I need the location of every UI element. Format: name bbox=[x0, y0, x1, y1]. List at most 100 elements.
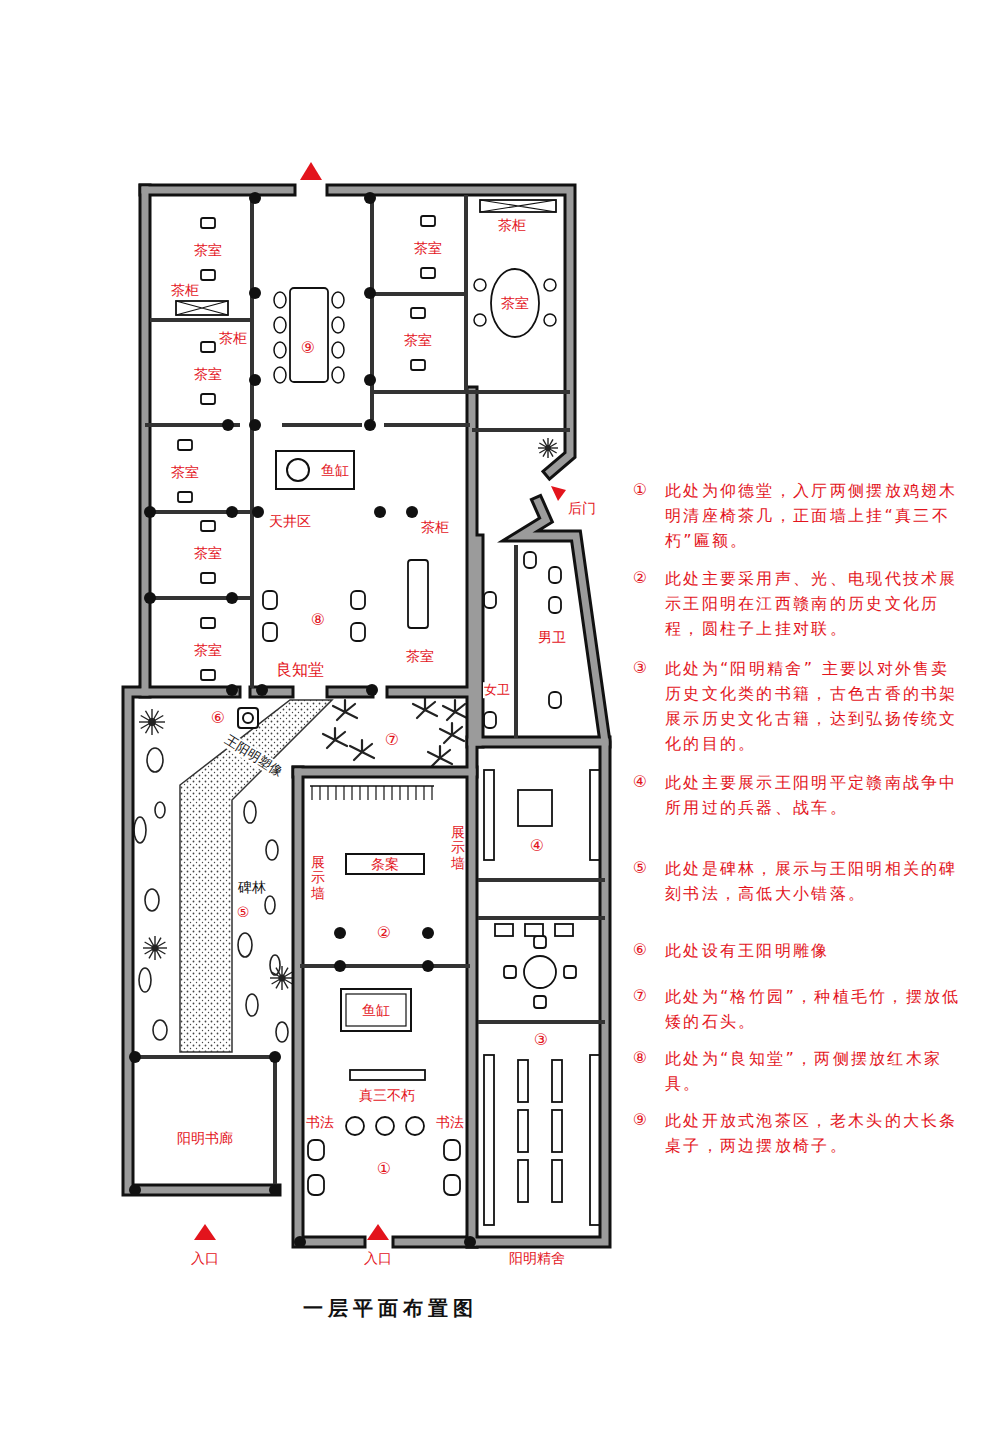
partition-wall bbox=[150, 318, 250, 322]
wall-fill bbox=[298, 769, 472, 776]
stone bbox=[265, 896, 275, 914]
stone bbox=[145, 889, 159, 911]
paved-path bbox=[180, 700, 332, 1052]
partition-wall bbox=[273, 1057, 277, 1190]
room-area: 男卫 bbox=[518, 545, 600, 735]
stair-step bbox=[311, 786, 312, 800]
column bbox=[374, 506, 386, 518]
callout-number: ④ bbox=[632, 772, 648, 791]
bamboo-symbol bbox=[323, 728, 347, 748]
entrance-marker bbox=[194, 1224, 216, 1240]
bamboo-symbol bbox=[443, 700, 467, 720]
partition-wall bbox=[282, 423, 362, 427]
chair-symbol bbox=[201, 342, 215, 352]
chair-symbol bbox=[411, 360, 425, 370]
statue-symbol bbox=[243, 713, 253, 723]
partition-wall bbox=[464, 195, 468, 392]
chair-symbol bbox=[178, 440, 192, 450]
column bbox=[366, 684, 378, 696]
bamboo-symbol bbox=[413, 698, 437, 718]
seat-symbol bbox=[406, 1117, 424, 1135]
room-area: 茶室 bbox=[152, 198, 250, 318]
cabinet-symbol bbox=[480, 200, 556, 212]
room-area: 茶室⑧良知堂 bbox=[256, 528, 468, 688]
plant-symbol bbox=[270, 966, 294, 990]
stone bbox=[244, 801, 256, 823]
plan-label: 茶柜 bbox=[218, 330, 248, 347]
toilet-symbol bbox=[484, 712, 496, 728]
plant-symbol bbox=[143, 936, 167, 960]
callout-number: ⑤ bbox=[632, 858, 648, 877]
callout-number: ① bbox=[632, 480, 648, 499]
callout-number: ⑤ bbox=[236, 904, 251, 921]
wall-fill bbox=[145, 689, 235, 696]
cabinet-symbol bbox=[176, 301, 228, 315]
wall-fill bbox=[472, 739, 605, 746]
room-area: 茶室 bbox=[374, 198, 464, 292]
partition-wall bbox=[478, 878, 605, 882]
room-label: 鱼缸 bbox=[361, 1002, 391, 1019]
chair-symbol bbox=[564, 966, 576, 978]
chair-symbol bbox=[534, 996, 546, 1008]
note-text: 此处主要展示王阳明平定赣南战争中所用过的兵器、战车。 bbox=[665, 770, 965, 820]
bamboo-symbol bbox=[350, 740, 374, 760]
plan-label: 书法 bbox=[305, 1114, 335, 1131]
stair-step bbox=[415, 786, 416, 800]
room-area: 茶室 bbox=[152, 514, 250, 596]
plant-symbol bbox=[139, 709, 165, 735]
display-case bbox=[495, 924, 513, 936]
chair-symbol bbox=[201, 521, 215, 531]
column bbox=[334, 960, 346, 972]
callout-number: ⑧ bbox=[310, 610, 326, 629]
column bbox=[364, 192, 376, 204]
column bbox=[222, 419, 234, 431]
chair-symbol bbox=[201, 618, 215, 628]
chair-symbol bbox=[263, 623, 277, 641]
fish-tank-symbol bbox=[346, 994, 406, 1026]
wall-outline bbox=[398, 1236, 472, 1249]
column bbox=[249, 192, 261, 204]
chair-symbol bbox=[178, 492, 192, 502]
bamboo-symbol bbox=[333, 700, 357, 720]
room-label: 男卫 bbox=[537, 629, 567, 646]
entrance-marker bbox=[551, 486, 566, 501]
stair-step bbox=[407, 786, 408, 800]
seat-symbol bbox=[376, 1117, 394, 1135]
room-label: 茶室 bbox=[193, 242, 223, 259]
room-area: 碑林⑤ bbox=[130, 698, 296, 1052]
seat-symbol bbox=[346, 1117, 364, 1135]
chair-symbol bbox=[444, 1175, 460, 1195]
room-area: 茶室 bbox=[380, 540, 466, 686]
bookshelf bbox=[518, 1160, 528, 1202]
chair-symbol bbox=[351, 623, 365, 641]
bookshelf bbox=[484, 1055, 494, 1225]
note-text: 此处为仰德堂，入厅两侧摆放鸡翅木明清座椅茶几，正面墙上挂“真三不朽”匾额。 bbox=[665, 478, 965, 553]
callout-number: ⑨ bbox=[300, 338, 316, 357]
callout-number: ④ bbox=[529, 836, 545, 855]
stair-step bbox=[343, 786, 344, 800]
wall-outline bbox=[332, 686, 368, 699]
bamboo-symbol bbox=[428, 746, 452, 766]
chair-symbol bbox=[544, 314, 556, 326]
plan-label: 入口 bbox=[190, 1250, 220, 1267]
chair-symbol bbox=[444, 1140, 460, 1160]
column-layer bbox=[129, 162, 566, 1248]
bookshelf bbox=[552, 1160, 562, 1202]
room-label: 茶室 bbox=[413, 240, 443, 257]
column bbox=[364, 287, 376, 299]
column bbox=[334, 927, 346, 939]
wall-fill bbox=[145, 187, 290, 194]
column bbox=[249, 287, 261, 299]
room-area: ③ bbox=[478, 1024, 604, 1240]
partition-wall bbox=[384, 423, 470, 427]
column bbox=[269, 1184, 281, 1196]
chair-symbol bbox=[308, 1175, 324, 1195]
room-label: 茶室 bbox=[193, 545, 223, 562]
stair-step bbox=[319, 786, 320, 800]
partition-wall bbox=[135, 1055, 275, 1059]
room-area: 茶室 bbox=[374, 296, 464, 390]
column bbox=[252, 506, 264, 518]
callout-number: ⑧ bbox=[632, 1048, 648, 1067]
stair-step bbox=[423, 786, 424, 800]
stair-step bbox=[383, 786, 384, 800]
